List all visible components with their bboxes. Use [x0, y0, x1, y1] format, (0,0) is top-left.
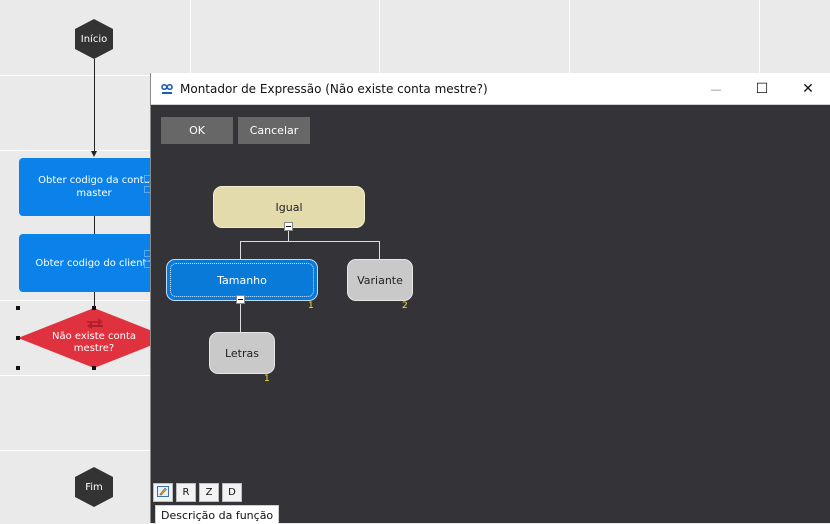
maximize-icon: ☐: [755, 81, 769, 97]
expression-builder-dialog: Montador de Expressão (Não existe conta …: [150, 73, 830, 524]
selection-handle[interactable]: [16, 306, 20, 310]
function-description-tab[interactable]: Descrição da função: [155, 505, 280, 524]
tree-node-variante[interactable]: Variante: [347, 259, 413, 301]
decision-label: Não existe conta mestre?: [51, 331, 137, 354]
minimize-icon: —: [710, 82, 722, 96]
edit-icon: [157, 485, 169, 500]
argument-index: 2: [402, 301, 408, 311]
ok-button[interactable]: OK: [161, 117, 233, 144]
argument-index: 1: [264, 374, 270, 384]
end-label: Fim: [85, 481, 103, 493]
d-button-label: D: [228, 487, 236, 498]
dialog-title: Montador de Expressão (Não existe conta …: [180, 82, 488, 96]
connector-line: [94, 59, 95, 151]
tree-connector: [240, 241, 379, 242]
edit-function-button[interactable]: [153, 483, 173, 502]
app-logo-icon: [160, 81, 174, 95]
start-label: Início: [80, 33, 108, 45]
decision-icon: [86, 314, 104, 329]
minimize-button[interactable]: —: [693, 73, 739, 105]
close-icon: ✕: [802, 81, 814, 97]
collapse-toggle-icon[interactable]: [284, 222, 293, 231]
tree-node-letras[interactable]: Letras: [209, 332, 275, 374]
tree-node-label: Variante: [357, 273, 403, 287]
arrow-head: [91, 151, 97, 157]
tree-connector: [240, 241, 241, 259]
flow-step-label: Obter codigo do cliente: [35, 257, 153, 269]
tree-connector: [288, 228, 289, 241]
selection-handle[interactable]: [16, 336, 20, 340]
start-node[interactable]: Início: [75, 19, 113, 59]
tree-connector: [379, 241, 380, 259]
flow-step-label: Obter codigo da conta master: [38, 175, 150, 199]
ok-button-label: OK: [189, 124, 205, 137]
argument-index: 1: [308, 301, 314, 311]
tree-node-label: Tamanho: [217, 273, 267, 287]
selection-handle[interactable]: [92, 366, 96, 370]
dialog-titlebar[interactable]: Montador de Expressão (Não existe conta …: [151, 73, 830, 105]
tree-node-label: Igual: [275, 200, 303, 214]
connector-line: [94, 216, 95, 234]
collapse-toggle-icon[interactable]: [236, 295, 245, 304]
tree-connector: [240, 300, 241, 332]
tree-node-label: Letras: [224, 346, 259, 360]
z-button[interactable]: Z: [199, 483, 219, 502]
connector-line: [94, 292, 95, 308]
cancel-button[interactable]: Cancelar: [238, 117, 310, 144]
r-button[interactable]: R: [176, 483, 196, 502]
z-button-label: Z: [205, 487, 213, 498]
close-button[interactable]: ✕: [785, 73, 830, 105]
end-node[interactable]: Fim: [75, 467, 113, 507]
maximize-button[interactable]: ☐: [739, 73, 785, 105]
d-button[interactable]: D: [222, 483, 242, 502]
r-button-label: R: [182, 487, 190, 498]
selection-handle[interactable]: [92, 306, 96, 310]
selection-handle[interactable]: [16, 366, 20, 370]
cancel-button-label: Cancelar: [249, 124, 299, 137]
